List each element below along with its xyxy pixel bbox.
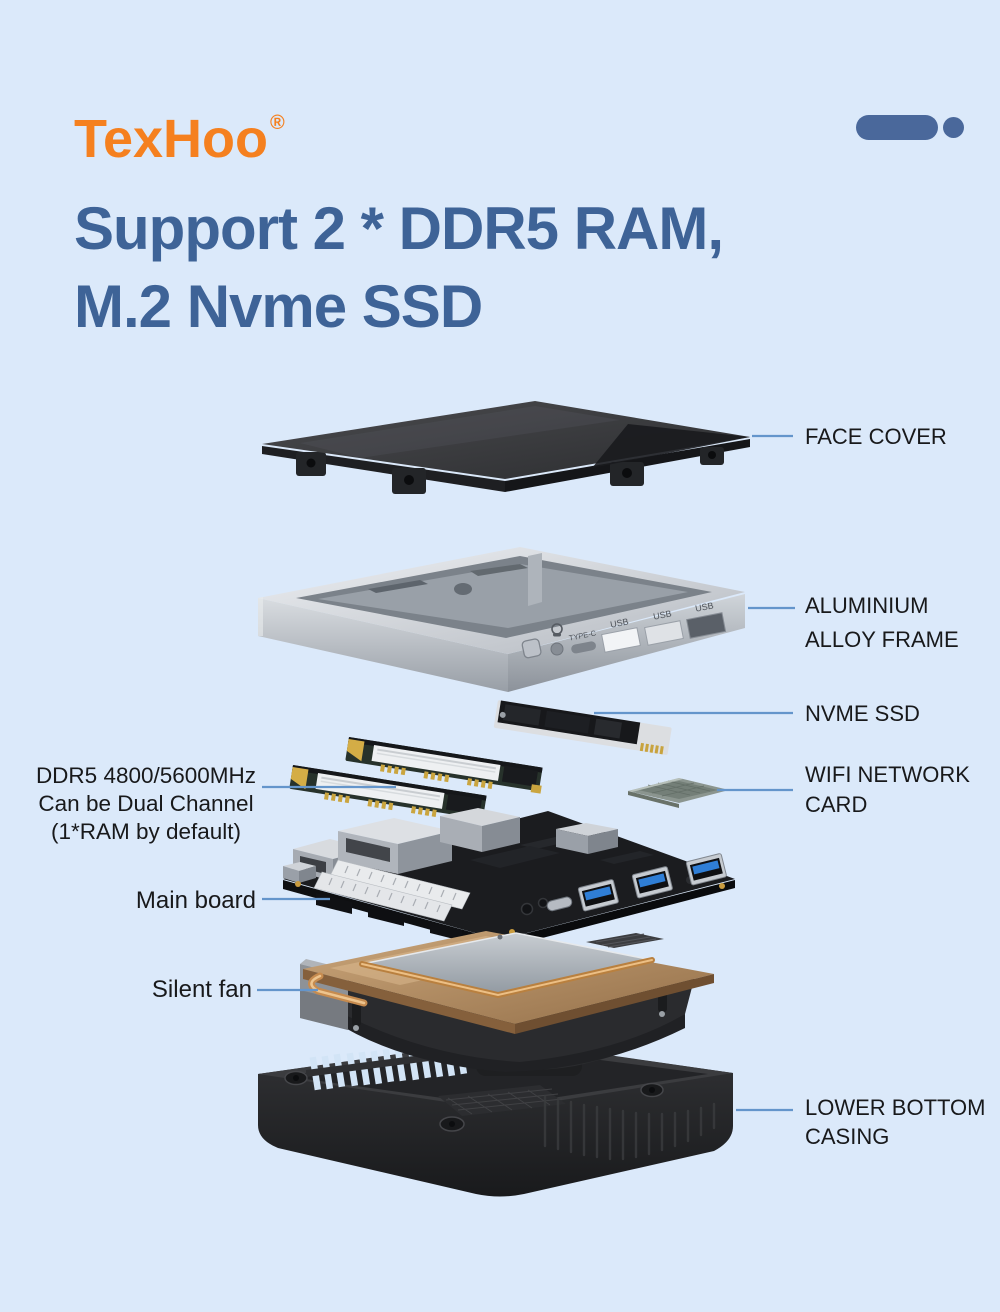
callout-label-face-cover: FACE COVER [805,424,947,449]
wifi-card-image [628,778,729,808]
callout-label-wifi-card: WIFI NETWORK CARD [805,762,970,817]
callout-label-main-board: Main board [135,887,256,914]
nvme-ssd-image [493,700,672,755]
registered-trademark-symbol: ® [270,112,285,134]
aluminium-frame-image: TYPE-C USB USB USB [258,547,745,692]
callout-label-silent-fan: Silent fan [151,976,252,1003]
page-title: Support 2 * DDR5 RAM, M.2 Nvme SSD [74,190,724,346]
decorative-dot [943,117,964,138]
brand-logo-text: TexHoo [74,109,269,169]
usb-port-label-1: USB [609,616,629,629]
callout-label-nvme-ssd: NVME SSD [805,701,920,726]
page-title-line1: Support 2 * DDR5 RAM, [74,195,724,262]
callout-lines [257,434,795,1112]
silent-fan-image [300,931,714,1076]
callout-label-ram: DDR5 4800/5600MHz Can be Dual Channel (1… [35,763,257,844]
brand-logo: TexHoo® [74,108,285,170]
page-title-line2: M.2 Nvme SSD [74,273,483,340]
decorative-pill [856,115,938,140]
face-cover-image [262,401,750,494]
callout-label-aluminium-frame: ALUMINIUM ALLOY FRAME [805,593,959,652]
ram-sticks-image [288,737,545,825]
usb-port-label-3: USB [694,600,714,613]
main-board-image [283,808,735,949]
callout-label-lower-casing: LOWER BOTTOM CASING [805,1095,986,1149]
usb-port-label-2: USB [652,608,672,621]
